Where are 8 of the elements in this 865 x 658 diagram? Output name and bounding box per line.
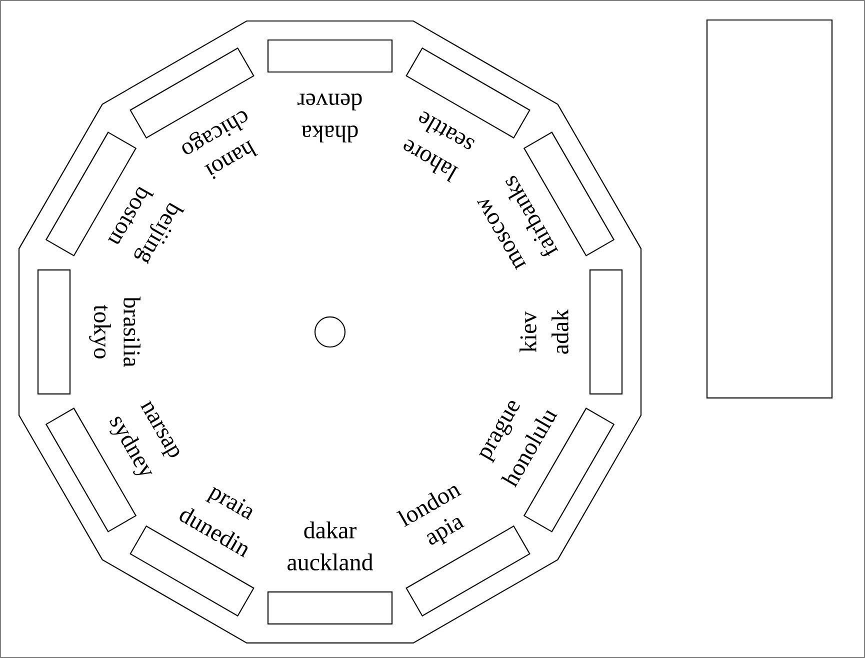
city-name: tokyo xyxy=(89,304,111,358)
city-name: kiev xyxy=(520,311,536,352)
city-name: adak xyxy=(552,309,568,354)
city-name: auckland xyxy=(288,554,374,570)
city-name: brasilia xyxy=(124,296,140,367)
city-name: dhaka xyxy=(302,126,358,142)
city-name: denver xyxy=(298,94,362,110)
city-name: dakar xyxy=(304,522,356,538)
